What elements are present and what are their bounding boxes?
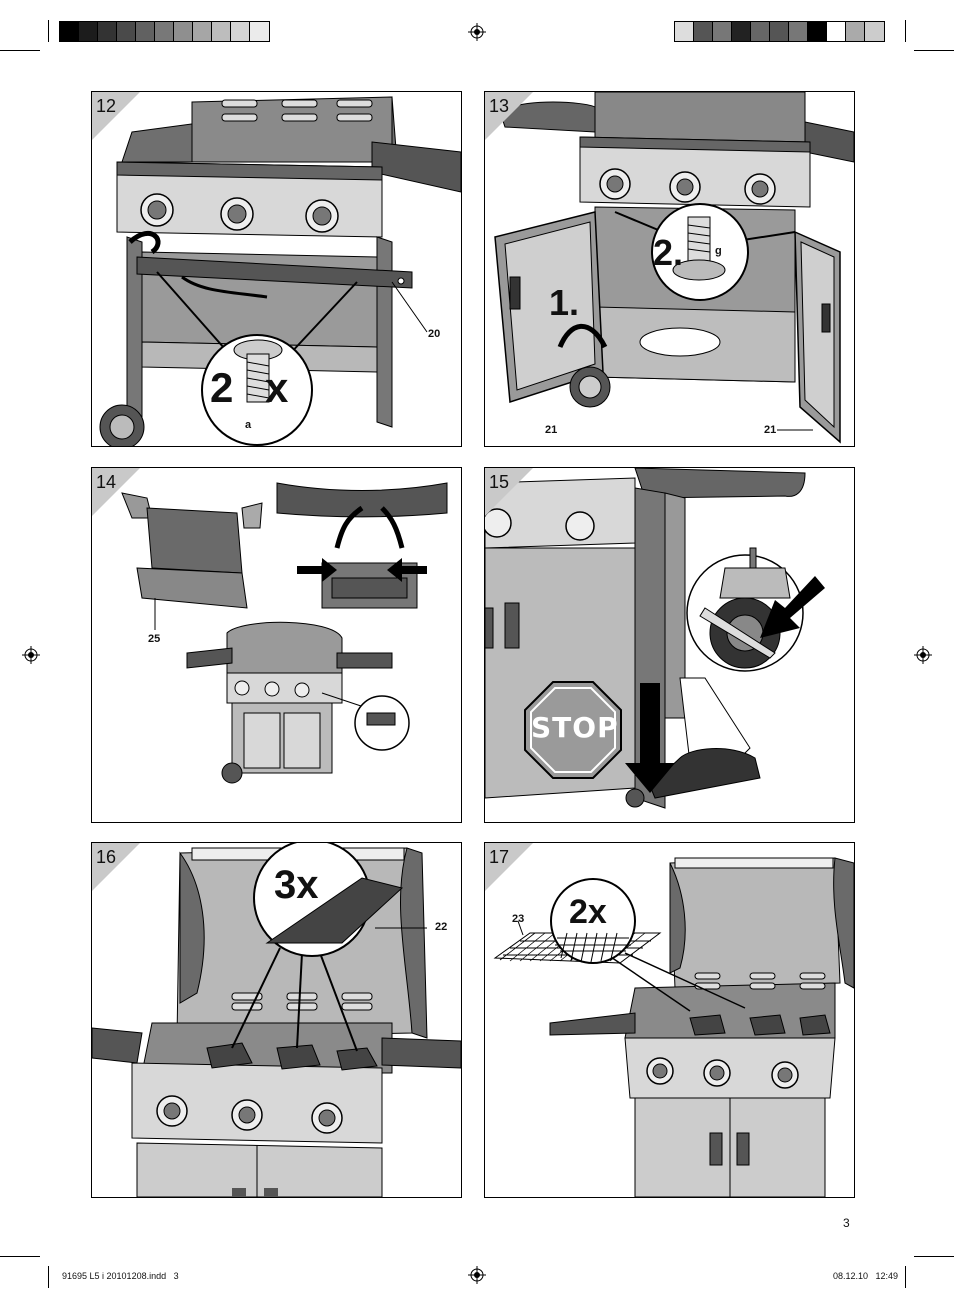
cooking-grates-illustration [493,857,854,1197]
color-swatch [694,22,713,41]
color-swatch [808,22,827,41]
color-swatch [231,22,250,41]
caster-lock-illustration [485,468,825,809]
color-swatch [212,22,231,41]
screw-icon [233,339,283,403]
registration-mark-icon [22,646,40,664]
crop-mark [905,20,906,42]
registration-mark-icon [468,23,486,41]
registration-mark-icon [914,646,932,664]
footer-timestamp: 08.12.10 12:49 [833,1271,899,1281]
panel-corner [485,92,533,140]
color-swatch [751,22,770,41]
step-1-label: 1. [549,282,580,323]
color-swatch [770,22,789,41]
color-swatch [732,22,751,41]
registration-mark-icon [468,1266,486,1284]
part-label-25: 25 [148,633,161,645]
color-bar-left [59,21,270,42]
step-number: 14 [96,472,117,492]
color-swatch [193,22,212,41]
crop-mark [914,1256,954,1257]
part-label-23: 23 [512,913,525,925]
crop-mark [0,1256,40,1257]
color-swatch [250,22,269,41]
color-bar-right [674,21,885,42]
quantity-label: 2x [569,893,607,931]
step-number: 12 [96,96,117,116]
color-swatch [865,22,884,41]
crop-mark [914,50,954,51]
grease-tray-illustration [121,482,448,784]
step-number: 15 [489,472,510,492]
panel-corner [92,468,140,516]
step-number: 16 [96,847,117,867]
step-16-panel: 16 3x 22 [91,842,462,1198]
part-label-20: 20 [428,328,441,340]
step-number: 13 [489,96,510,116]
crop-mark [48,20,49,42]
grill-doors-illustration [494,92,854,444]
stop-sign-icon [524,681,622,779]
part-label-21-right: 21 [764,424,777,436]
step-14-panel: 14 25 [91,467,462,823]
heat-shields-illustration [92,843,461,1197]
page-number: 3 [843,1216,850,1230]
crop-mark [48,1266,49,1288]
color-swatch [136,22,155,41]
step-17-panel: 17 2x 23 [484,842,855,1198]
color-swatch [60,22,79,41]
step-15-panel: 15 STOP [484,467,855,823]
crop-mark [0,50,40,51]
color-swatch [98,22,117,41]
step-number: 17 [489,847,510,867]
footer-file-name: 91695 L5 i 20101208.indd 3 [62,1271,179,1281]
screw-icon [672,216,726,281]
panel-corner [485,843,533,891]
crop-mark [905,1266,906,1288]
panel-corner [485,468,533,516]
color-swatch [79,22,98,41]
step-13-panel: 13 1. 2. [484,91,855,447]
step-2-label: 2. [653,232,684,273]
color-swatch [713,22,732,41]
color-swatch [789,22,808,41]
color-swatch [846,22,865,41]
panel-corner [92,843,140,891]
grill-frame-illustration [99,96,461,446]
color-swatch [675,22,694,41]
part-label-22: 22 [435,921,448,933]
quantity-label: 3x [274,863,319,907]
part-label-g: g [715,245,722,257]
part-label-a: a [245,419,252,431]
color-swatch [174,22,193,41]
quantity-label: 2 x [210,364,299,411]
step-12-panel: 12 [91,91,462,447]
part-label-21-left: 21 [545,424,558,436]
color-swatch [827,22,846,41]
color-swatch [117,22,136,41]
color-swatch [155,22,174,41]
panel-corner [92,92,140,140]
stop-sign-text: STOP [531,711,619,744]
